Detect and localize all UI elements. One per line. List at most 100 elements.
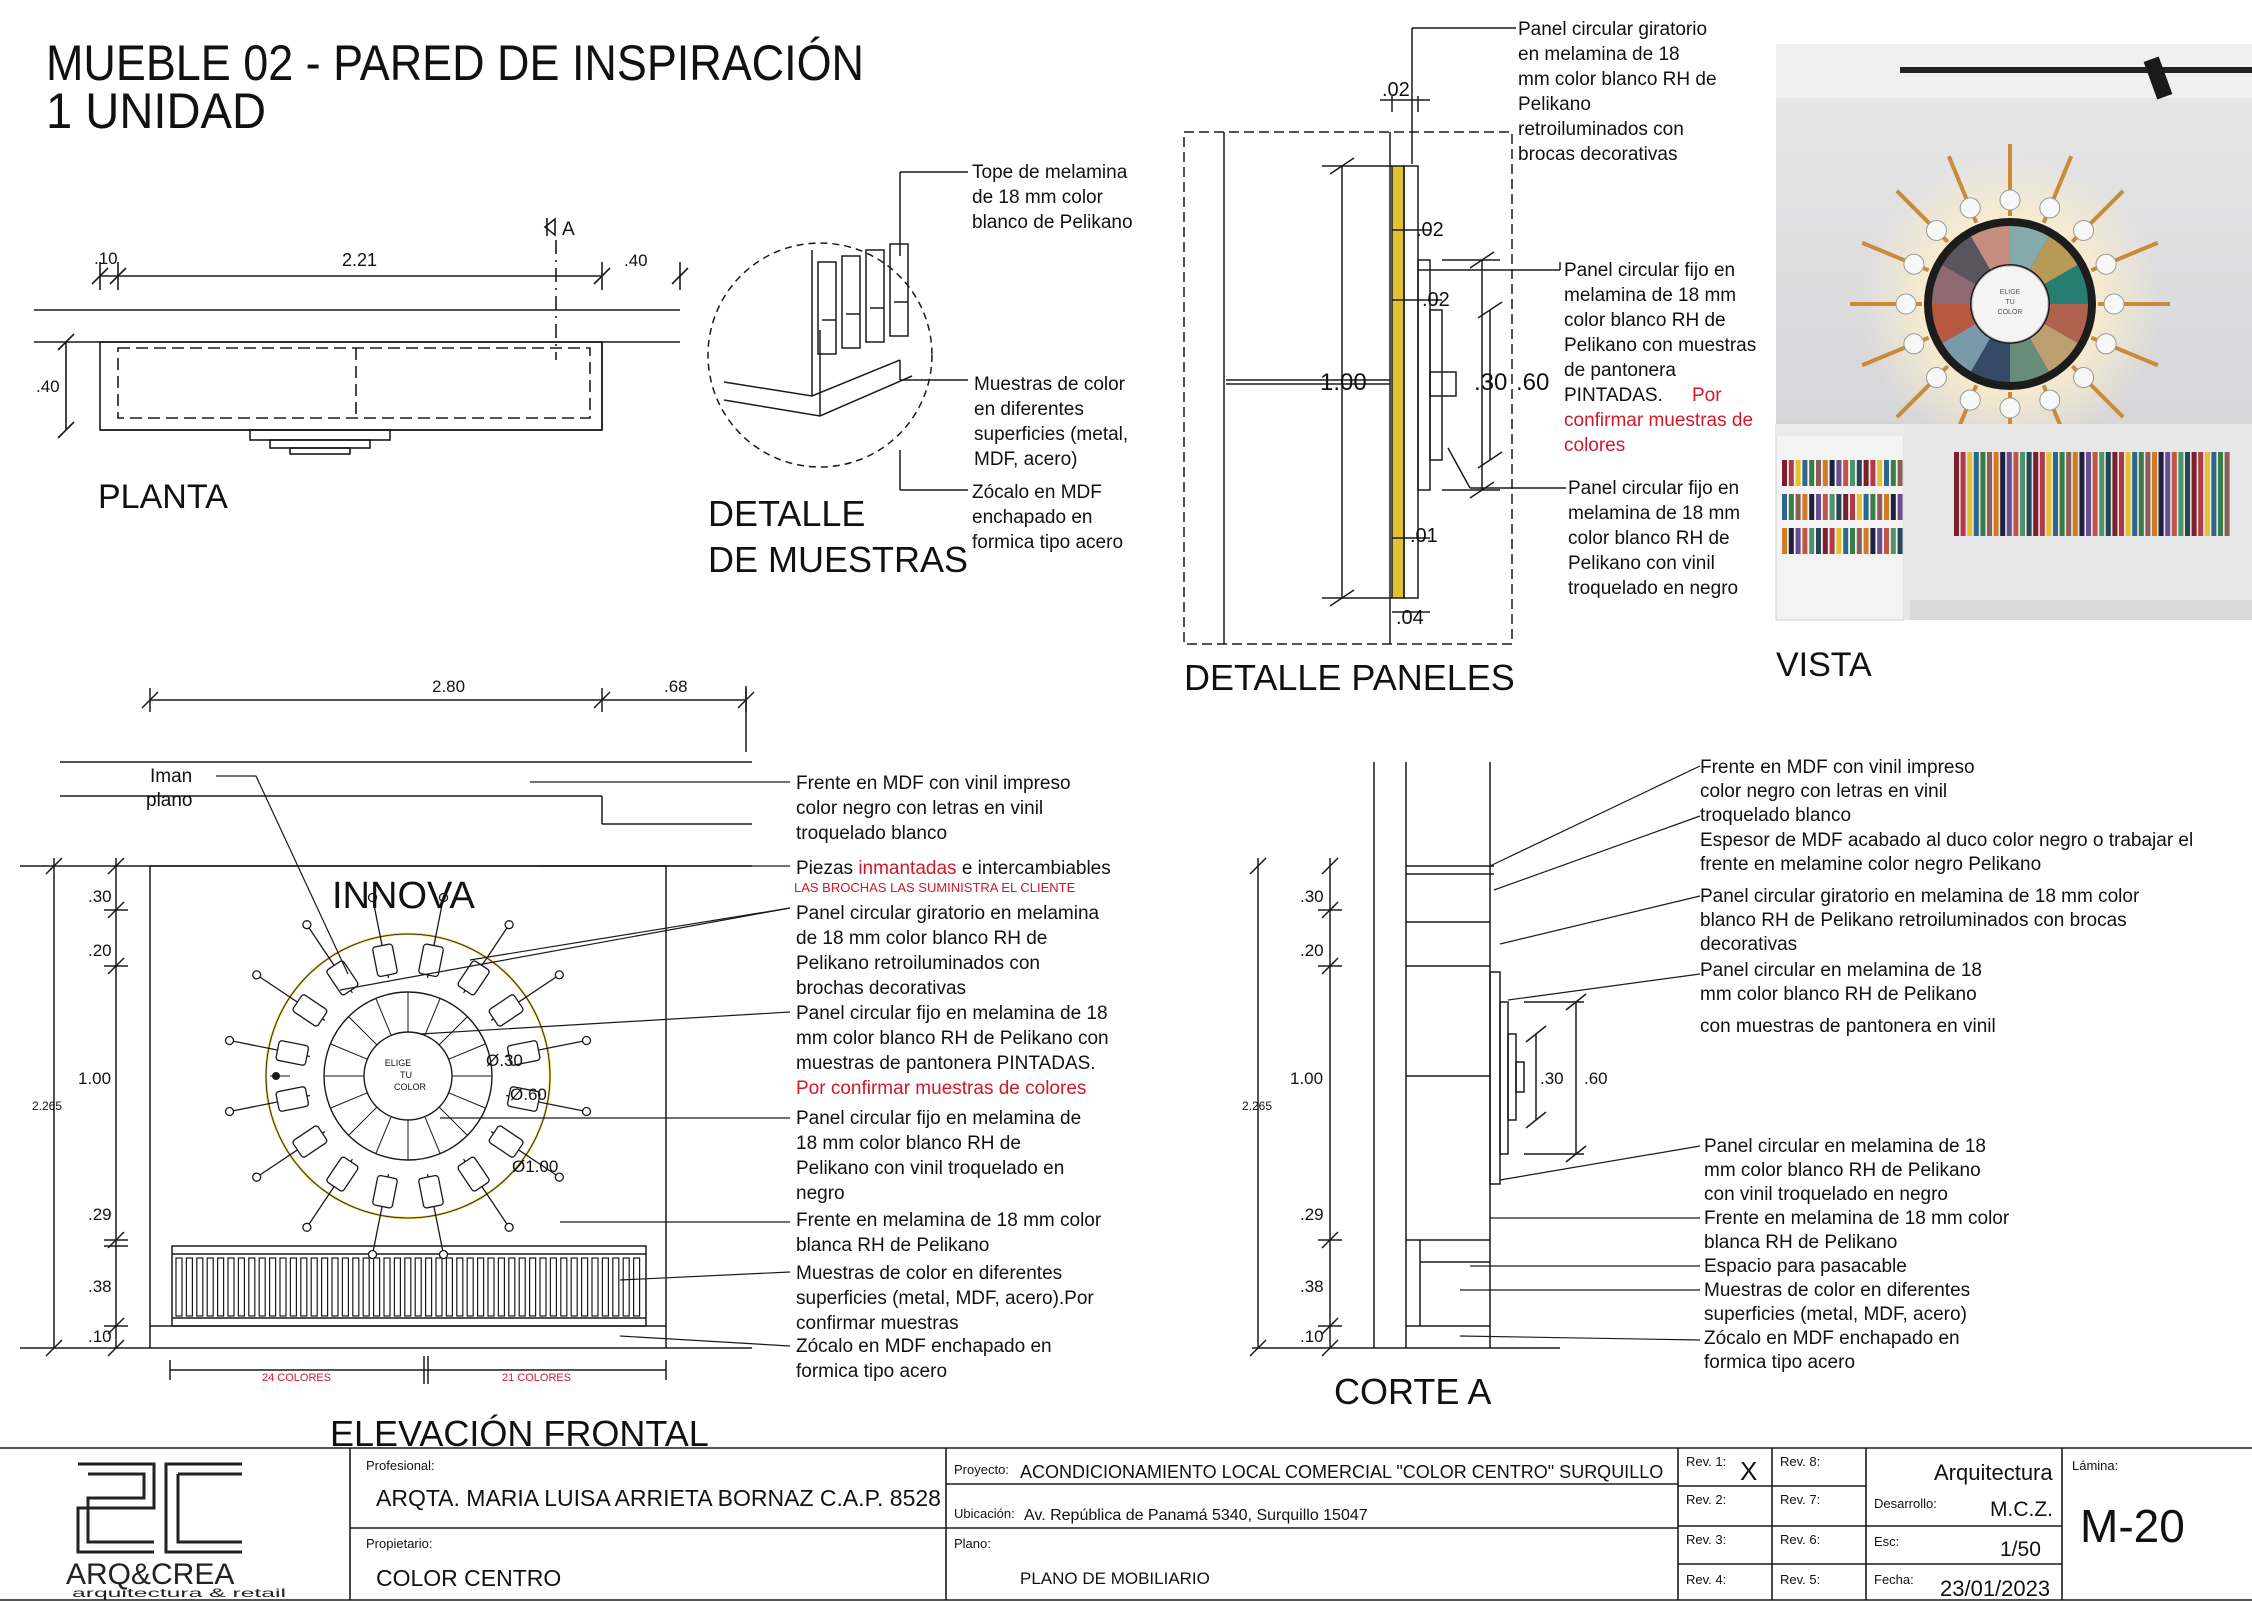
planta-label: PLANTA [98,478,228,516]
sample-strip [289,1257,297,1317]
color-strip [1890,460,1896,486]
brush-head [457,960,490,996]
corte-dim-inner-60: .60 [1584,1069,1608,1088]
wheel-segment-line [438,1106,468,1136]
en7-l3: confirmar muestras [796,1313,959,1334]
tb-rev1: Rev. 1: [1686,1454,1726,1469]
sample-strip [456,1257,464,1317]
tb-rev5: Rev. 5: [1780,1572,1820,1587]
tb-rev3: Rev. 3: [1686,1532,1726,1547]
tb-desarrollo: M.C.Z. [1990,1498,2053,1521]
elev-dim-10: .10 [88,1327,112,1346]
sample-strip [570,1257,578,1317]
elev-wheel-text-2: TU [400,1070,412,1080]
color-strip [1802,528,1808,554]
dp-dim-02-mid: .02 [1416,219,1444,241]
sheet-title-line1: MUEBLE 02 - PARED DE INSPIRACIÓN [46,35,864,91]
color-strip [2039,452,2045,536]
brush-head [326,1156,359,1192]
corte-a-dims: .30 .20 1.00 .29 .38 .10 2.265 .30 .60 [1242,887,1608,1346]
detalle-paneles-dims: .02 .02 .02 1.00 .30 .60 .01 .04 [1320,79,1549,629]
tb-rev6: Rev. 6: [1780,1532,1820,1547]
sample-strip [175,1257,183,1317]
color-strip [1884,494,1889,520]
vista-color-strip-left [1782,460,1903,554]
sample-strip [622,1257,630,1317]
en4-l2: mm color blanco RH de Pelikano con [796,1028,1109,1049]
cn8-l1: Muestras de color en diferentes [1704,1280,1970,1301]
planta-drawing [34,217,689,455]
brush-head [1925,219,1947,241]
color-strip [2020,452,2025,536]
brush-tip [554,1172,564,1182]
dp-note1-l6: brocas decorativas [1518,144,1677,165]
elev-dim-circle-30: Ø.30 [486,1051,523,1070]
planta-dim-221: 2.21 [342,250,377,270]
tb-fecha-label: Fecha: [1874,1572,1914,1587]
detalle-muestras-label-1: DETALLE [708,493,865,534]
color-strip [1954,452,1959,536]
elevacion-wheel-segments [324,992,492,1160]
cn4-l1: Panel circular en melamina de 18 [1700,960,1982,981]
color-strip [1788,460,1794,486]
brush-head [2073,219,2095,241]
brush-head [2039,389,2061,411]
color-strip [2178,452,2184,536]
elev-dim-68: .68 [664,677,688,696]
color-strip [1987,452,1992,536]
color-swatch [2044,304,2088,343]
color-strip [1884,528,1889,554]
brush-tip [581,1106,592,1117]
color-strip [1877,494,1883,520]
dp-note1-l4: Pelikano [1518,94,1591,115]
sample-strip [466,1257,474,1317]
en7-l1: Muestras de color en diferentes [796,1263,1062,1284]
sample-strip [601,1257,610,1317]
sample-strip [580,1257,589,1317]
tb-propietario-label: Propietario: [366,1536,432,1551]
en4-red: Por confirmar muestras de colores [796,1078,1086,1099]
sample-strip [352,1257,360,1317]
brush-head [326,960,359,996]
dp-note2-l5: de pantonera [1564,360,1676,381]
wheel-segment-line [375,1116,392,1154]
corte-dim-100: 1.00 [1290,1069,1323,1088]
color-swatch [2010,226,2049,270]
en2-post: e intercambiables [957,858,1111,879]
color-swatch [1971,226,2010,270]
dp-note2-red2: confirmar muestras de [1564,410,1753,431]
sample-strip [435,1257,443,1317]
brush-tip [252,970,262,980]
brush-tip [302,1222,312,1232]
en3-l2: de 18 mm color blanco RH de [796,928,1047,949]
color-swatch [1942,324,1990,372]
sample-strip [196,1257,204,1317]
color-strip [2132,452,2138,536]
brush-head [1903,253,1925,275]
sample-strip [528,1257,537,1317]
detalle-paneles-label: DETALLE PANELES [1184,657,1515,698]
elev-dim-circle-60: Ø.60 [510,1085,547,1104]
color-strip [1960,452,1966,536]
color-strip [2165,452,2171,536]
cn6-l1: Frente en melamina de 18 mm color [1704,1208,2010,1229]
color-strip [1809,460,1815,486]
sample-strip [237,1257,245,1317]
brush-tip [367,1249,378,1260]
dp-note2-l3: color blanco RH de [1564,310,1726,331]
color-strip [1829,528,1835,554]
color-strip [1809,494,1815,520]
color-strip [2204,452,2210,536]
color-strip [1884,460,1889,486]
tb-discipline: Arquitectura [1934,1460,2053,1485]
note-muestras-4: MDF, acero) [974,449,1077,470]
color-strip [1863,460,1869,486]
sample-strip [227,1257,235,1317]
color-strip [2059,452,2065,536]
en5-l3: Pelikano con vinil troquelado en [796,1158,1064,1179]
color-strip [2026,452,2032,536]
dp-dim-04: .04 [1396,607,1424,629]
brush-tip [224,1106,235,1117]
note-muestras-1: Muestras de color [974,374,1126,395]
brush-head [2103,293,2125,315]
